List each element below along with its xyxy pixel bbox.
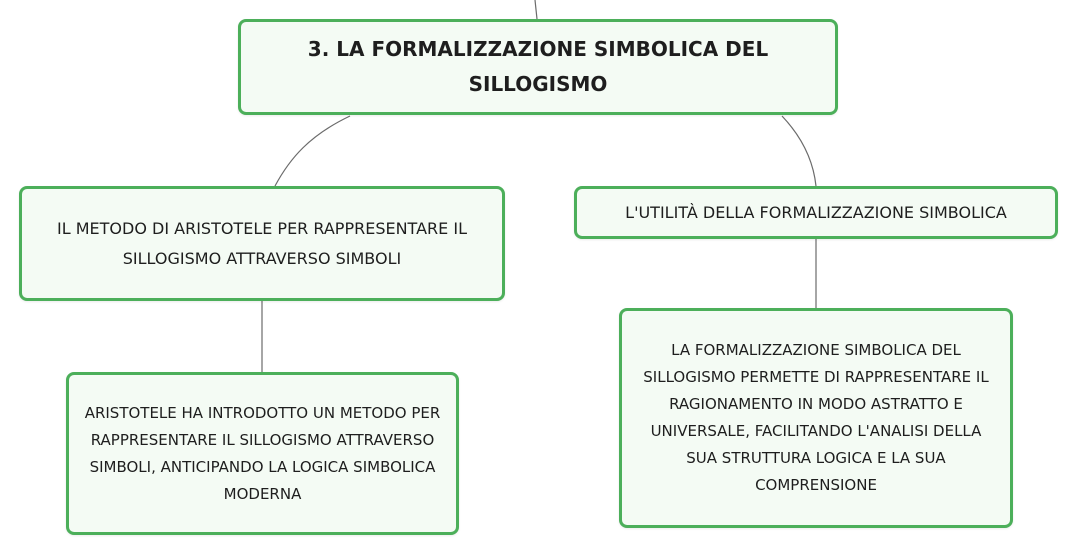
left-branch-text: IL METODO DI ARISTOTELE PER RAPPRESENTAR… xyxy=(57,218,467,268)
left-leaf-node[interactable]: ARISTOTELE HA INTRODOTTO UN METODO PER R… xyxy=(66,372,459,535)
connector-parent-to-root xyxy=(534,0,538,20)
right-leaf-node[interactable]: LA FORMALIZZAZIONE SIMBOLICA DEL SILLOGI… xyxy=(619,308,1013,528)
left-branch-node[interactable]: IL METODO DI ARISTOTELE PER RAPPRESENTAR… xyxy=(19,186,505,301)
root-topic-text: 3. LA FORMALIZZAZIONE SIMBOLICA DEL SILL… xyxy=(307,37,769,96)
right-leaf-text: LA FORMALIZZAZIONE SIMBOLICA DEL SILLOGI… xyxy=(643,341,989,494)
left-leaf-text: ARISTOTELE HA INTRODOTTO UN METODO PER R… xyxy=(84,403,441,503)
right-branch-node[interactable]: L'UTILITÀ DELLA FORMALIZZAZIONE SIMBOLIC… xyxy=(574,186,1058,239)
connector-root-to-left-branch xyxy=(274,115,351,187)
right-branch-text: L'UTILITÀ DELLA FORMALIZZAZIONE SIMBOLIC… xyxy=(625,202,1007,222)
root-topic-node[interactable]: 3. LA FORMALIZZAZIONE SIMBOLICA DEL SILL… xyxy=(238,19,838,115)
connector-root-to-right-branch xyxy=(781,115,817,187)
